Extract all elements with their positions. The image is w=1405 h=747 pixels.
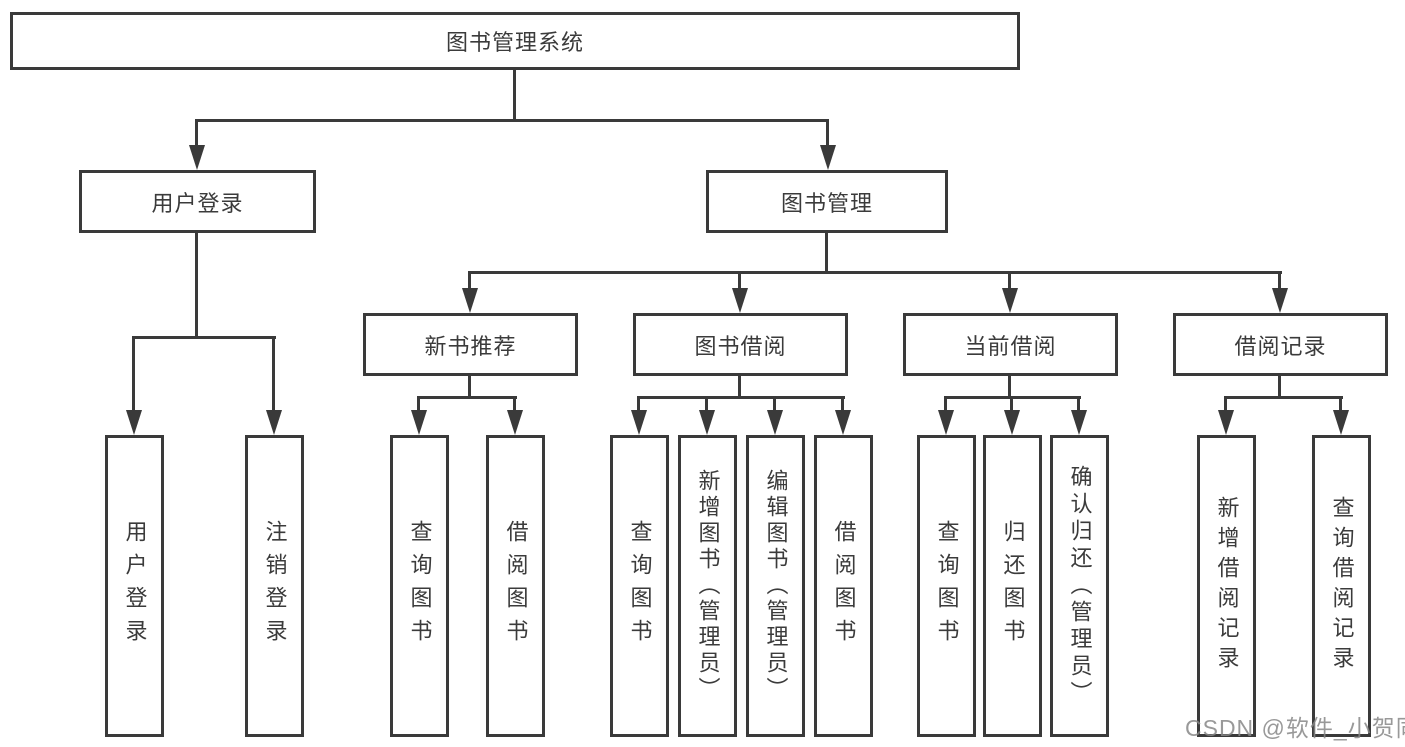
leaf-query-books-borrowing: 查询图书 (610, 435, 669, 737)
node-borrowing-records: 借阅记录 (1173, 313, 1388, 376)
leaf-borrow-books-recommend: 借阅图书 (486, 435, 545, 737)
arrowhead-down-icon (411, 410, 427, 435)
connector-drop-leaf (705, 396, 708, 413)
leaf-label: 确认归还（管理员） (1067, 464, 1093, 708)
arrowhead-down-icon (835, 410, 851, 435)
arrowhead-down-icon (1071, 410, 1087, 435)
connector-drop-leaf (1010, 396, 1013, 413)
leaf-label: 借阅图书 (503, 520, 529, 652)
arrowhead-down-icon (767, 410, 783, 435)
leaf-label: 查询图书 (627, 520, 653, 652)
connector-drop-leaf (1339, 396, 1342, 413)
connector-drop-leaf (773, 396, 776, 413)
leaf-query-books-current: 查询图书 (917, 435, 976, 737)
leaf-label: 注销登录 (262, 520, 288, 652)
arrowhead-down-icon (1004, 410, 1020, 435)
connector-drop-module (1278, 271, 1281, 291)
connector-drop-leaf (841, 396, 844, 413)
connector-hline (417, 396, 517, 399)
leaf-edit-book-admin: 编辑图书（管理员） (746, 435, 805, 737)
connector-drop-module (738, 271, 741, 291)
arrowhead-down-icon (189, 145, 205, 170)
connector-drop-user-login (195, 119, 198, 147)
arrowhead-down-icon (699, 410, 715, 435)
leaf-label: 新增图书（管理员） (695, 469, 721, 703)
arrowhead-down-icon (1218, 410, 1234, 435)
connector-drop-leaf (513, 396, 516, 413)
connector-drop-leaf (417, 396, 420, 413)
leaf-label: 查询图书 (934, 520, 960, 652)
arrowhead-down-icon (1272, 288, 1288, 313)
watermark: CSDN @软件_小贺同学 (1185, 715, 1405, 741)
leaf-return-book: 归还图书 (983, 435, 1042, 737)
leaf-label: 查询借阅记录 (1329, 496, 1355, 676)
leaf-label: 归还图书 (1000, 520, 1026, 652)
connector-level2-hline (195, 119, 829, 122)
leaf-label: 用户登录 (122, 520, 148, 652)
leaf-add-book-admin: 新增图书（管理员） (678, 435, 737, 737)
connector-stub (468, 376, 471, 399)
arrowhead-down-icon (938, 410, 954, 435)
connector-drop-module (1008, 271, 1011, 291)
connector-hline (1224, 396, 1343, 399)
connector-hline (637, 396, 845, 399)
connector-drop-leaf (272, 336, 275, 412)
arrowhead-down-icon (126, 410, 142, 435)
connector-user-login-hline (132, 336, 276, 339)
connector-user-login-stub (195, 233, 198, 336)
arrowhead-down-icon (507, 410, 523, 435)
arrowhead-down-icon (820, 145, 836, 170)
arrowhead-down-icon (631, 410, 647, 435)
connector-drop-leaf (1077, 396, 1080, 413)
node-book-management: 图书管理 (706, 170, 948, 233)
leaf-logout: 注销登录 (245, 435, 304, 737)
connector-drop-book-mgmt (826, 119, 829, 147)
leaf-query-borrow-record: 查询借阅记录 (1312, 435, 1371, 737)
leaf-confirm-return-admin: 确认归还（管理员） (1050, 435, 1109, 737)
connector-book-mgmt-stub (825, 233, 828, 273)
connector-drop-leaf (944, 396, 947, 413)
arrowhead-down-icon (266, 410, 282, 435)
node-new-book-recommend: 新书推荐 (363, 313, 578, 376)
connector-drop-leaf (1224, 396, 1227, 413)
connector-stub (738, 376, 741, 399)
node-user-login: 用户登录 (79, 170, 316, 233)
arrowhead-down-icon (732, 288, 748, 313)
leaf-label: 新增借阅记录 (1214, 496, 1240, 676)
connector-drop-module (468, 271, 471, 291)
leaf-user-login: 用户登录 (105, 435, 164, 737)
arrowhead-down-icon (1002, 288, 1018, 313)
arrowhead-down-icon (1333, 410, 1349, 435)
connector-root-stub (513, 70, 516, 119)
connector-drop-leaf (637, 396, 640, 413)
connector-drop-leaf (132, 336, 135, 412)
leaf-borrow-books-borrowing: 借阅图书 (814, 435, 873, 737)
connector-stub (1278, 376, 1281, 399)
connector-stub (1008, 376, 1011, 399)
node-library-management-system: 图书管理系统 (10, 12, 1020, 70)
leaf-query-books-recommend: 查询图书 (390, 435, 449, 737)
node-current-borrowing: 当前借阅 (903, 313, 1118, 376)
leaf-add-borrow-record: 新增借阅记录 (1197, 435, 1256, 737)
node-book-borrowing: 图书借阅 (633, 313, 848, 376)
connector-level3-hline (468, 271, 1282, 274)
leaf-label: 编辑图书（管理员） (763, 469, 789, 703)
leaf-label: 借阅图书 (831, 520, 857, 652)
arrowhead-down-icon (462, 288, 478, 313)
leaf-label: 查询图书 (407, 520, 433, 652)
